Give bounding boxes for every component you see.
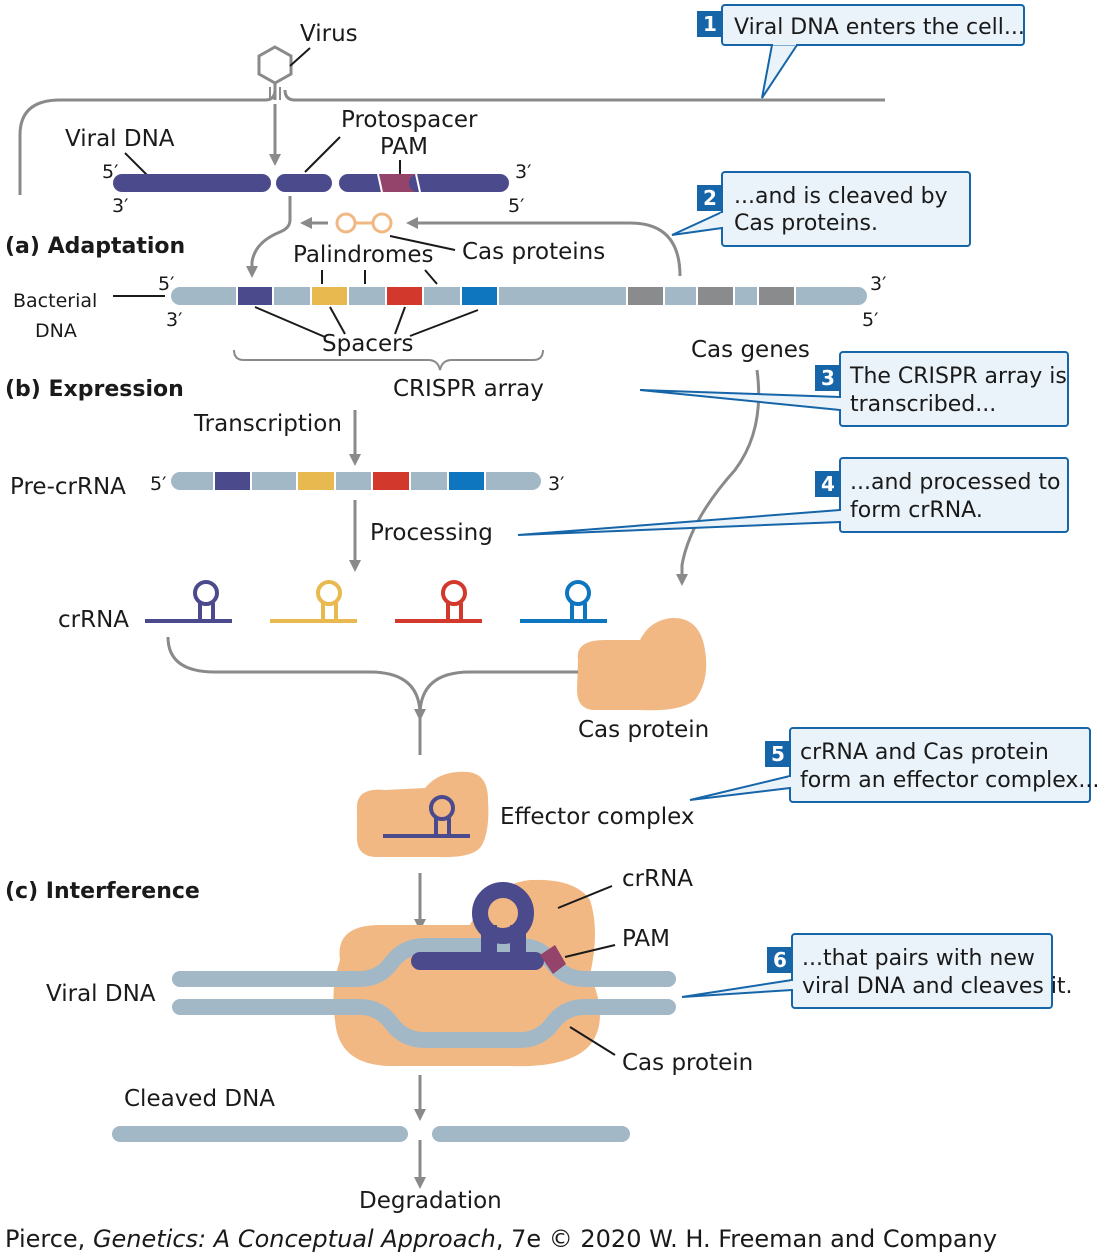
virus-icon <box>257 45 293 100</box>
merge-lines <box>166 636 578 755</box>
cas-protein-label: Cas protein <box>578 717 709 743</box>
credit-suffix: , 7e © 2020 W. H. Freeman and Company <box>496 1225 997 1253</box>
crrna-purple <box>145 580 232 623</box>
crrna-right-label: crRNA <box>622 866 693 892</box>
viral-3prime-left: 3′ <box>112 195 128 217</box>
viral-dna-bottom-strand <box>172 999 676 1048</box>
viral-dna-label-top: Viral DNA <box>65 126 175 152</box>
spacers-leaders <box>254 306 479 338</box>
cas-protein-blob <box>577 617 707 711</box>
bacterial-5prime-right: 5′ <box>862 309 878 331</box>
crrna-yellow <box>270 580 357 623</box>
svg-text:3: 3 <box>821 366 835 390</box>
crrna-blue <box>520 580 607 623</box>
bound-crrna <box>411 882 544 970</box>
svg-text:6: 6 <box>773 948 787 972</box>
credit-title: Genetics: A Conceptual Approach <box>93 1225 496 1253</box>
svg-text:transcribed...: transcribed... <box>850 392 996 417</box>
svg-text:2: 2 <box>703 186 717 210</box>
spacer-insertion-arrow <box>246 196 292 278</box>
viral-3prime-right: 3′ <box>515 161 531 183</box>
effector-complex-label: Effector complex <box>500 804 695 830</box>
cas-proteins-leader <box>389 235 456 251</box>
cas-proteins-icon <box>335 212 393 234</box>
svg-text:Cas proteins.: Cas proteins. <box>734 211 878 236</box>
section-expression: (b) Expression <box>5 377 184 402</box>
cas-protein-bottom-label: Cas protein <box>622 1050 753 1076</box>
credit-line: Pierce, Genetics: A Conceptual Approach,… <box>5 1225 997 1253</box>
viral-dna-leader-top <box>124 152 151 179</box>
degradation-label: Degradation <box>359 1188 502 1214</box>
viral-dna-label-bottom: Viral DNA <box>46 981 156 1007</box>
credit-prefix: Pierce, <box>5 1225 93 1253</box>
svg-text:4: 4 <box>821 472 835 496</box>
effector-crrna <box>383 795 470 838</box>
cas-proteins-label: Cas proteins <box>462 239 605 265</box>
svg-text:Viral DNA enters the cell...: Viral DNA enters the cell... <box>734 15 1025 40</box>
protospacer-label: Protospacer <box>341 107 478 133</box>
spacers-label: Spacers <box>322 331 414 357</box>
cas-protein-bottom-leader <box>569 1026 616 1056</box>
svg-text:...and processed to: ...and processed to <box>850 470 1060 495</box>
crrna-right-leader <box>557 885 613 909</box>
virus-label: Virus <box>300 21 358 47</box>
viral-5prime-left: 5′ <box>102 161 118 183</box>
callout-1: 1 Viral DNA enters the cell... <box>697 4 1025 99</box>
pre-crrna-3prime: 3′ <box>548 473 564 495</box>
section-interference: (c) Interference <box>5 879 200 904</box>
processing-label: Processing <box>370 520 493 546</box>
svg-text:viral DNA and cleaves it.: viral DNA and cleaves it. <box>802 974 1073 999</box>
pam-right-leader <box>564 944 616 958</box>
protospacer-leader <box>304 136 341 173</box>
callout-2: 2 ...and is cleaved by Cas proteins. <box>671 171 971 247</box>
svg-text:form crRNA.: form crRNA. <box>850 498 983 523</box>
callout-4: 4 ...and processed to form crRNA. <box>517 457 1069 536</box>
pre-crrna-strand <box>171 472 541 490</box>
bacterial-3prime-right: 3′ <box>870 273 886 295</box>
pre-crrna-label: Pre-crRNA <box>10 474 126 500</box>
crispr-array-brace <box>233 349 544 371</box>
svg-text:crRNA and Cas protein: crRNA and Cas protein <box>800 740 1049 765</box>
callout-3: 3 The CRISPR array is transcribed... <box>639 351 1069 427</box>
bacterial-dna-label-1: Bacterial <box>13 290 97 312</box>
cas-genes-arrow <box>676 369 761 586</box>
transcription-label: Transcription <box>193 411 342 437</box>
bacterial-dna-label-2: DNA <box>35 320 77 342</box>
bacterial-dna-strand <box>171 287 867 305</box>
pre-crrna-5prime: 5′ <box>150 473 166 495</box>
callout-5: 5 crRNA and Cas protein form an effector… <box>689 727 1099 803</box>
effector-complex-blob <box>356 771 489 858</box>
bacterial-3prime-left: 3′ <box>166 309 182 331</box>
palindromes-leaders <box>321 269 438 285</box>
viral-dna-fragments <box>113 173 509 193</box>
svg-text:1: 1 <box>703 12 717 36</box>
bacterial-5prime: 5′ <box>158 273 174 295</box>
crrna-red <box>395 580 482 623</box>
pam-label-top: PAM <box>380 134 428 160</box>
callout-6: 6 ...that pairs with new viral DNA and c… <box>681 933 1073 1009</box>
bound-pam <box>540 945 566 974</box>
viral-5prime-right: 5′ <box>508 195 524 217</box>
svg-text:form an effector complex...: form an effector complex... <box>800 768 1099 793</box>
cas-protein-large-blob <box>333 879 600 1067</box>
cleaved-dna-label: Cleaved DNA <box>124 1086 275 1112</box>
svg-text:The CRISPR array is: The CRISPR array is <box>849 364 1067 389</box>
cas-genes-label: Cas genes <box>691 337 810 363</box>
svg-text:...that pairs with new: ...that pairs with new <box>802 946 1035 971</box>
svg-text:5: 5 <box>771 742 785 766</box>
crrna-label: crRNA <box>58 607 129 633</box>
viral-dna-top-strand <box>172 938 676 987</box>
cas-expression-arrow <box>406 217 682 277</box>
pam-right-label: PAM <box>622 926 670 952</box>
crispr-array-label: CRISPR array <box>393 376 544 402</box>
svg-text:...and is cleaved by: ...and is cleaved by <box>734 184 948 209</box>
palindromes-label: Palindromes <box>293 242 433 268</box>
virus-leader <box>289 47 311 67</box>
section-adaptation: (a) Adaptation <box>5 234 185 259</box>
